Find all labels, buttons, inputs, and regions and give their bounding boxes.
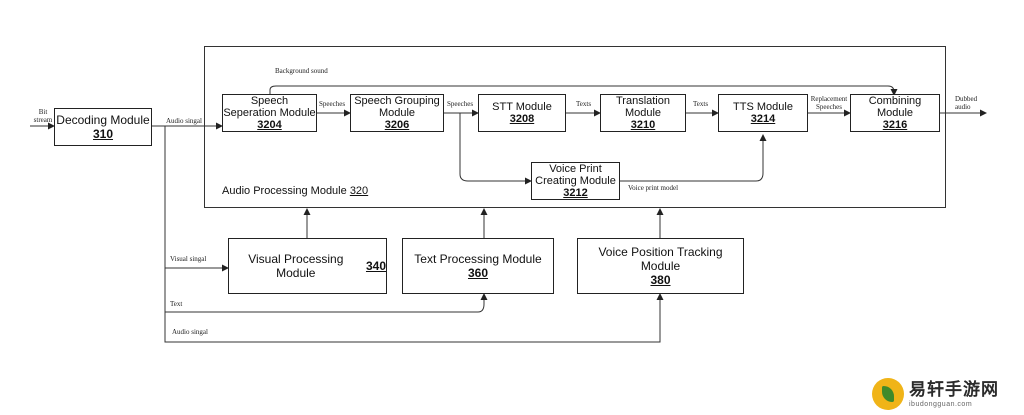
label-text: Text (170, 300, 183, 308)
label-texts-1: Texts (576, 100, 592, 108)
watermark: 易轩手游网 ibudongguan.com (872, 378, 999, 410)
watermark-url: ibudongguan.com (909, 400, 973, 408)
arrow-voice-print-model (620, 134, 767, 182)
label-audio-singal-top: Audio singal (166, 117, 202, 125)
visual-processing-module: Visual Processing Module 340 (228, 238, 387, 294)
label-replacement-speeches: Replacement Speeches (810, 95, 848, 111)
audio-processing-module-frame (204, 46, 946, 208)
arrow-background-sound (269, 85, 898, 96)
label-visual-singal: Visual singal (170, 255, 207, 263)
label-dubbed-audio: Dubbed audio (955, 95, 978, 111)
leaf-logo-icon (872, 378, 904, 410)
line-text (165, 293, 488, 313)
watermark-title: 易轩手游网 (909, 379, 999, 399)
label-speeches-1: Speeches (319, 100, 346, 108)
label-audio-singal-bottom: Audio singal (172, 328, 208, 336)
signal-bus (164, 126, 661, 343)
audio-processing-module-title: Audio Processing Module 320 (222, 185, 369, 197)
label-voice-print-model: Voice print model (628, 184, 679, 192)
label-speeches-2: Speeches (447, 100, 474, 108)
label-bit-stream: Bit stream (33, 108, 53, 124)
label-texts-2: Texts (693, 100, 709, 108)
label-background-sound: Background sound (275, 67, 328, 75)
arrow-to-voice-print (459, 113, 532, 185)
